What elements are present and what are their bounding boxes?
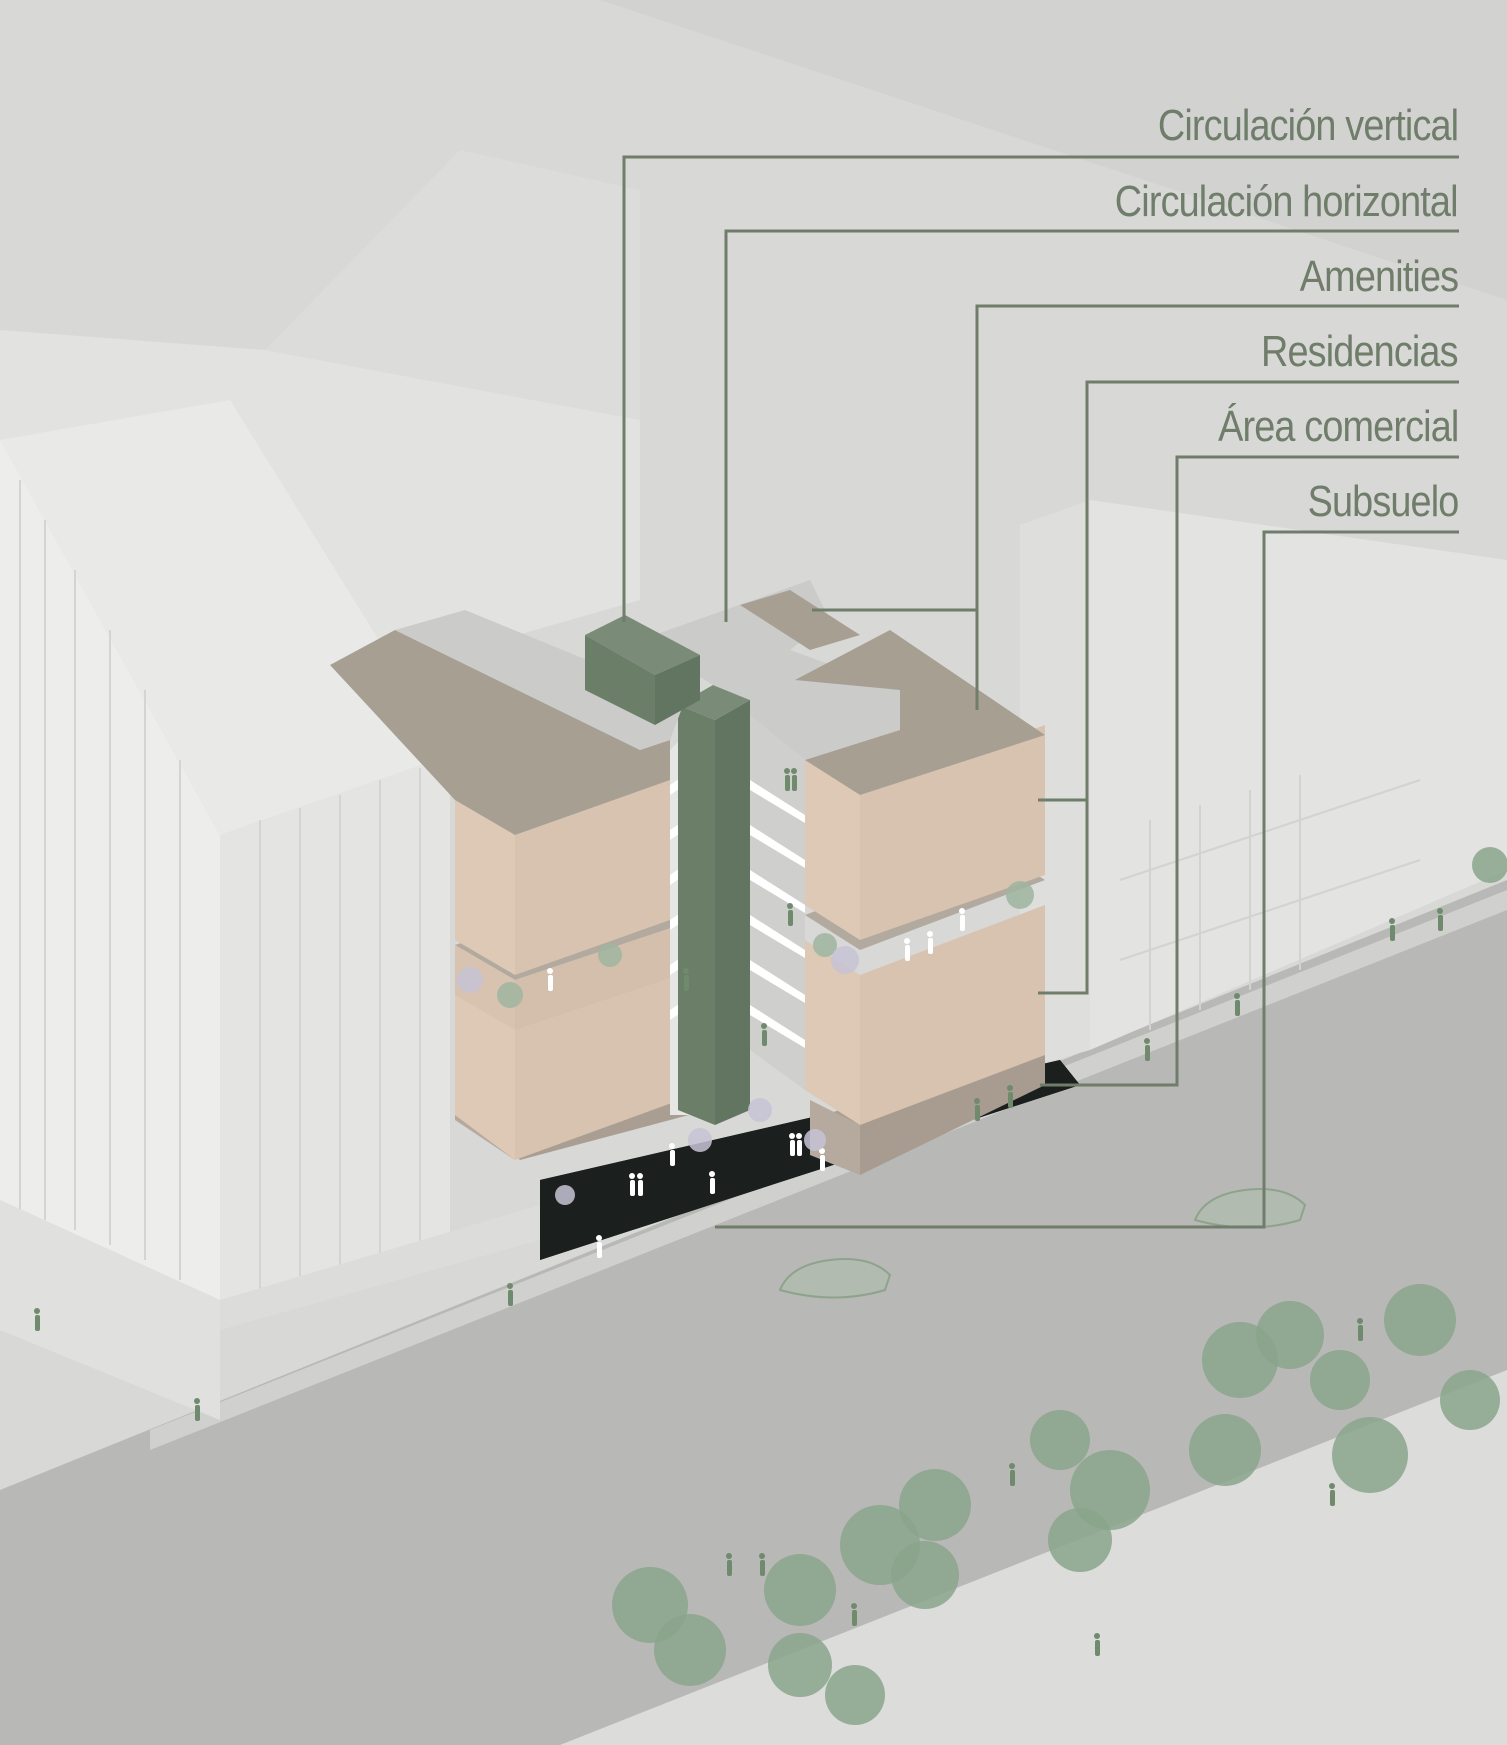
legend-amenities: Amenities [1300,255,1458,299]
legend-circulacion-horizontal: Circulación horizontal [1115,180,1458,224]
circulacion-vertical-tower [678,705,715,1125]
legend-area-comercial: Área comercial [1218,405,1458,449]
legend-residencias: Residencias [1261,330,1458,374]
legend-subsuelo: Subsuelo [1307,480,1458,524]
legend-circulacion-vertical: Circulación vertical [1158,104,1458,148]
